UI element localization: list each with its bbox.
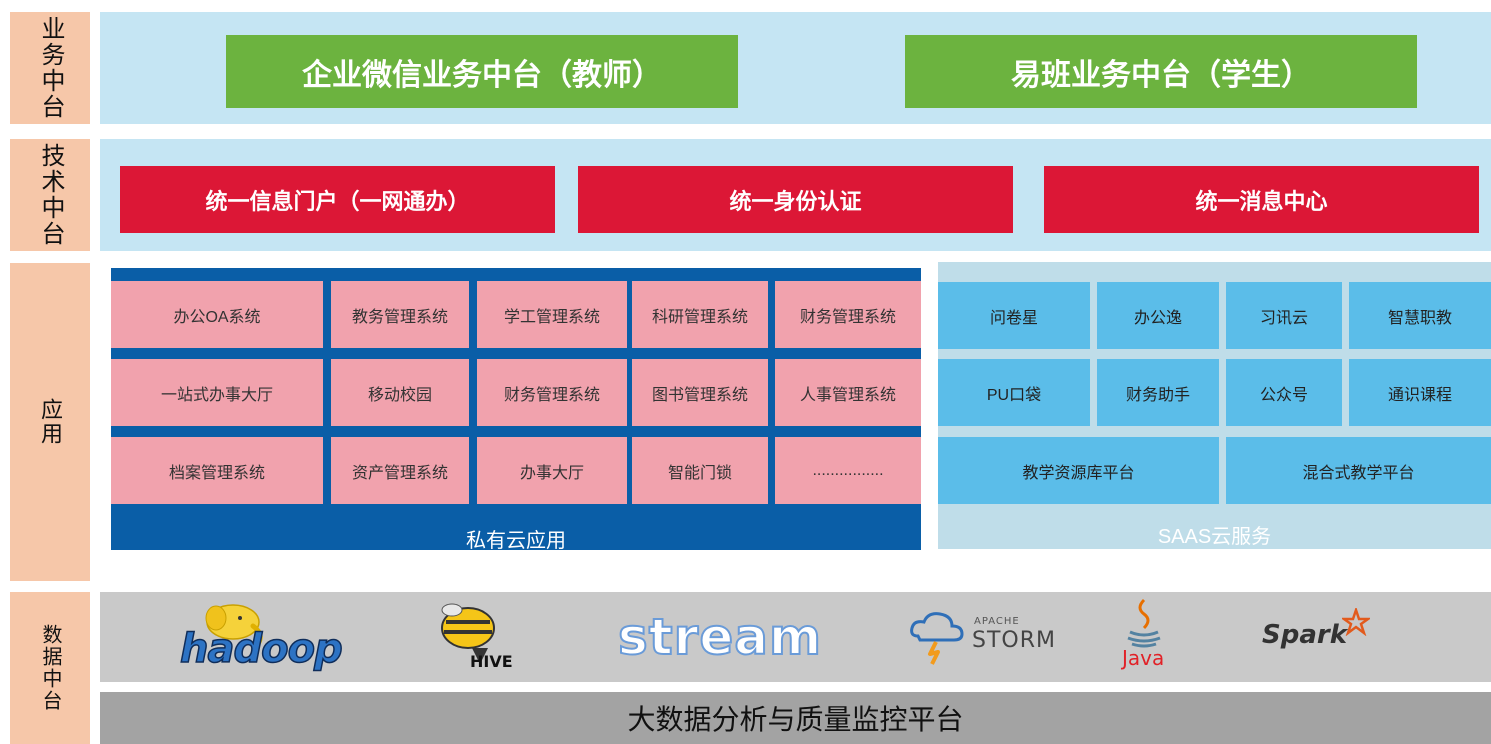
app-tile: 财务管理系统	[775, 281, 921, 348]
tech-item-portal-label: 统一信息门户（一网通办）	[205, 188, 470, 214]
saas-tile-label: 办公逸	[1133, 309, 1182, 327]
saas-tile-label: 教学资源库平台	[1022, 464, 1135, 482]
saas-tile-label: 混合式教学平台	[1302, 464, 1415, 482]
saas-tile-label: PU口袋	[986, 386, 1042, 404]
storm-apache-text: APACHE	[974, 616, 1020, 627]
app-tile: 图书管理系统	[632, 359, 768, 426]
bigdata-analysis-platform-label: 大数据分析与质量监控平台	[627, 704, 964, 735]
app-tile-label: 档案管理系统	[168, 464, 265, 482]
app-tile-label: 办事大厅	[519, 464, 584, 482]
app-tile: 办事大厅	[477, 437, 627, 504]
bigdata-analysis-platform: 大数据分析与质量监控平台	[100, 692, 1491, 744]
saas-tile-label: 问卷星	[989, 309, 1038, 327]
storm-cloud-icon	[910, 612, 964, 665]
app-tile: 财务管理系统	[477, 359, 627, 426]
app-tile: ................	[775, 437, 921, 504]
business-platform-teacher: 企业微信业务中台（教师）	[226, 35, 738, 108]
hadoop-logo: hadoop	[178, 600, 358, 673]
app-tile-label: 图书管理系统	[651, 386, 748, 404]
saas-label: SAAS云服务	[1157, 526, 1272, 548]
sidebar-app-label: 应用	[38, 398, 63, 446]
sidebar-data: 数据中台	[10, 592, 90, 744]
app-tile: 一站式办事大厅	[111, 359, 323, 426]
app-tile-label: 财务管理系统	[799, 308, 896, 326]
saas-tile: 通识课程	[1349, 359, 1491, 426]
spark-logo: Spark	[1262, 608, 1372, 660]
app-tile-label: 财务管理系统	[503, 386, 600, 404]
business-platform-student-label: 易班业务中台（学生）	[1011, 58, 1311, 92]
app-tile-label: 移动校园	[367, 386, 432, 404]
app-tile: 学工管理系统	[477, 281, 627, 348]
sidebar-tech: 技术中台	[10, 139, 90, 251]
app-tile: 档案管理系统	[111, 437, 323, 504]
java-wordmark: Java	[1122, 646, 1165, 670]
hive-logo: HIVE	[432, 600, 514, 674]
sidebar-business: 业务中台	[10, 12, 90, 124]
hive-wordmark: HIVE	[470, 652, 513, 671]
app-tile-label: ................	[812, 461, 884, 479]
app-tile-label: 学工管理系统	[503, 308, 600, 326]
app-tile-label: 教务管理系统	[351, 308, 448, 326]
saas-tile: 办公逸	[1097, 282, 1219, 349]
tech-item-message: 统一消息中心	[1044, 166, 1479, 233]
tech-item-auth-label: 统一身份认证	[729, 188, 862, 214]
tech-item-message-label: 统一消息中心	[1195, 188, 1328, 214]
saas-tile: 财务助手	[1097, 359, 1219, 426]
saas-tile: 混合式教学平台	[1226, 437, 1491, 504]
saas-tile-label: 智慧职教	[1387, 309, 1452, 327]
stream-logo: stream	[617, 607, 823, 667]
data-platform-band	[100, 592, 1491, 682]
sidebar-app: 应用	[10, 263, 90, 581]
app-tile-label: 人事管理系统	[799, 386, 896, 404]
app-tile: 教务管理系统	[331, 281, 469, 348]
hadoop-wordmark: hadoop	[179, 625, 343, 673]
private-cloud-label: 私有云应用	[466, 530, 566, 552]
app-tile-label: 智能门锁	[667, 464, 732, 482]
business-platform-teacher-label: 企业微信业务中台（教师）	[302, 58, 662, 92]
java-logo: Java	[1116, 598, 1172, 672]
saas-tile: PU口袋	[938, 359, 1090, 426]
app-tile-label: 一站式办事大厅	[160, 386, 273, 404]
saas-tile-label: 公众号	[1259, 386, 1308, 404]
saas-tile: 问卷星	[938, 282, 1090, 349]
app-tile-label: 资产管理系统	[351, 464, 448, 482]
tech-item-auth: 统一身份认证	[578, 166, 1013, 233]
app-tile: 人事管理系统	[775, 359, 921, 426]
saas-tile: 习讯云	[1226, 282, 1342, 349]
business-platform-student: 易班业务中台（学生）	[905, 35, 1417, 108]
app-tile: 智能门锁	[632, 437, 768, 504]
app-tile: 移动校园	[331, 359, 469, 426]
sidebar-tech-label: 技术中台	[37, 143, 64, 247]
app-tile-label: 科研管理系统	[651, 308, 748, 326]
saas-tile-label: 财务助手	[1125, 386, 1190, 404]
saas-tile: 教学资源库平台	[938, 437, 1219, 504]
storm-logo: APACHE STORM	[906, 606, 1076, 670]
hive-bee-icon	[441, 603, 495, 664]
storm-wordmark: STORM	[972, 628, 1056, 653]
app-tile: 科研管理系统	[632, 281, 768, 348]
spark-wordmark: Spark	[1262, 620, 1347, 650]
app-tile: 资产管理系统	[331, 437, 469, 504]
spark-star-icon	[1342, 608, 1370, 636]
saas-tile: 智慧职教	[1349, 282, 1491, 349]
app-tile-label: 办公OA系统	[173, 308, 261, 326]
sidebar-business-label: 业务中台	[37, 16, 64, 120]
app-tile: 办公OA系统	[111, 281, 323, 348]
sidebar-data-label: 数据中台	[39, 624, 61, 712]
tech-item-portal: 统一信息门户（一网通办）	[120, 166, 555, 233]
java-cup-icon	[1127, 598, 1161, 648]
saas-tile-label: 通识课程	[1387, 386, 1452, 404]
saas-tile: 公众号	[1226, 359, 1342, 426]
saas-tile-label: 习讯云	[1259, 309, 1308, 327]
hadoop-elephant-icon	[205, 604, 263, 647]
